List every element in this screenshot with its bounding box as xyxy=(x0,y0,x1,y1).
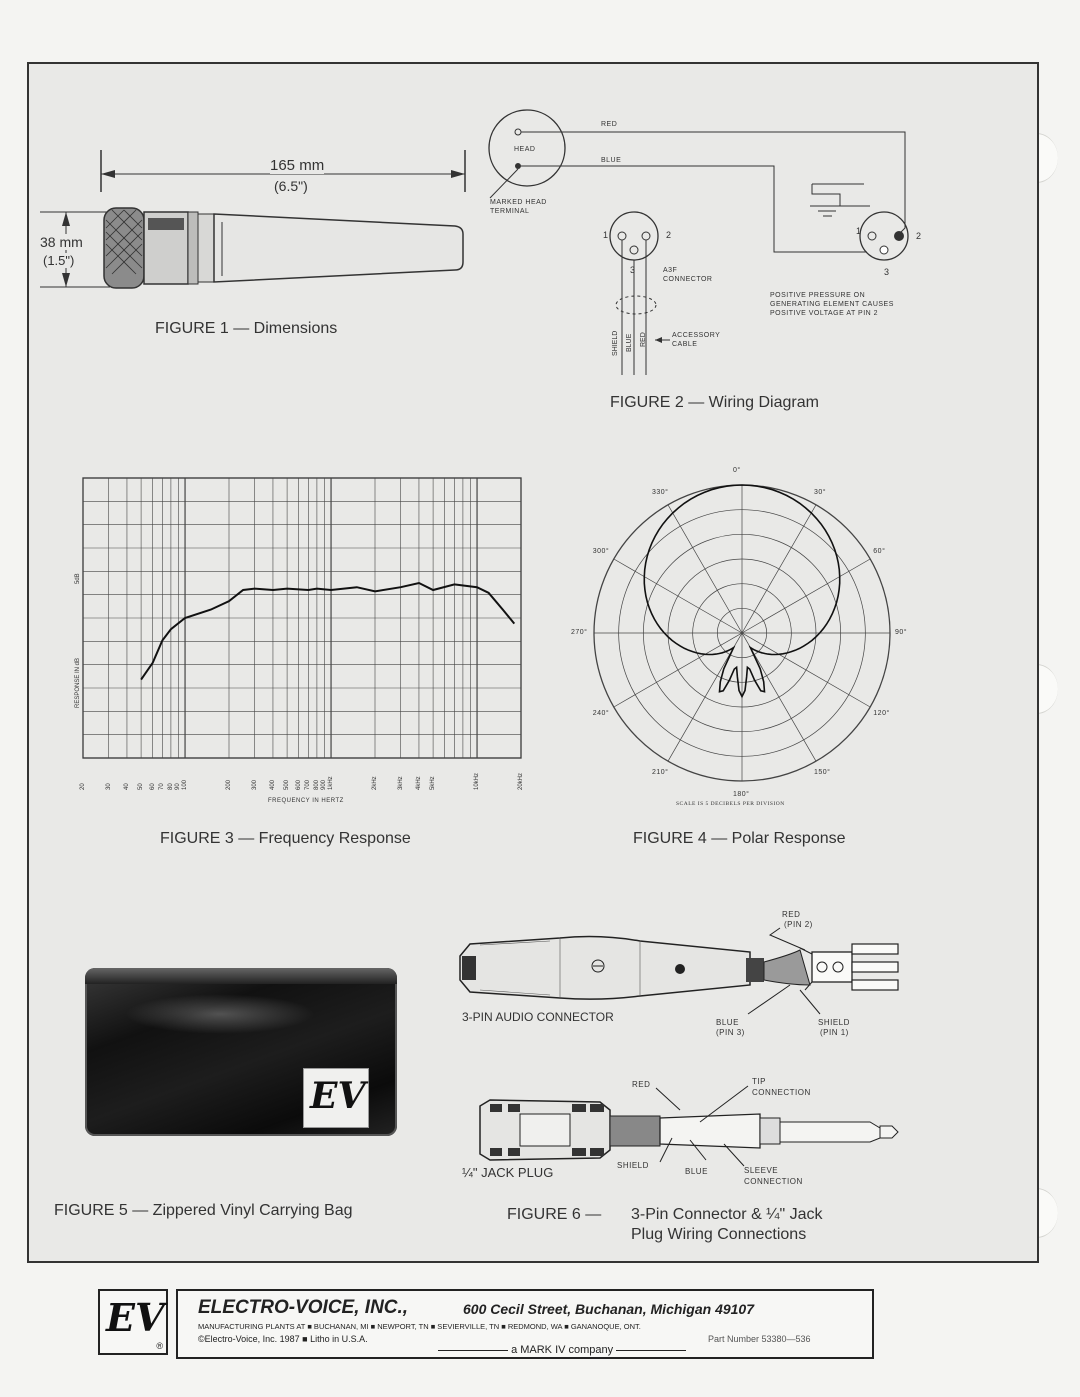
right-pin-2: 2 xyxy=(916,231,922,241)
polar-angle-label: 30° xyxy=(814,488,827,496)
frequency-response-chart xyxy=(82,477,522,759)
copyright-line: ©Electro-Voice, Inc. 1987 ■ Litho in U.S… xyxy=(198,1334,368,1344)
marked-head-label-1: MARKED HEAD xyxy=(490,199,547,206)
wiring-diagram-drawing xyxy=(488,109,909,375)
dimension-diameter-mm: 38 mm xyxy=(40,234,83,250)
dimension-diameter-in: (1.5") xyxy=(43,253,75,268)
conn-pin3-label: (PIN 3) xyxy=(716,1028,745,1037)
figure-3-caption: FIGURE 3 — Frequency Response xyxy=(160,830,411,847)
positive-pressure-note-2: GENERATING ELEMENT CAUSES xyxy=(770,301,894,308)
jack-sleeve-label-1: SLEEVE xyxy=(744,1166,779,1175)
jack-tip-label-1: TIP xyxy=(752,1077,766,1086)
jack-shield-label: SHIELD xyxy=(617,1161,649,1170)
jack-tip-label-2: CONNECTION xyxy=(752,1088,811,1097)
a3f-label-1: A3F xyxy=(663,267,678,274)
polar-spoke xyxy=(741,504,817,634)
dimension-length-in: (6.5") xyxy=(274,178,308,194)
mark-iv-rule-right xyxy=(616,1349,687,1351)
conn-pin2-label: (PIN 2) xyxy=(784,920,813,929)
left-pin-1: 1 xyxy=(603,230,609,240)
x-axis-label: FREQUENCY IN HERTZ xyxy=(268,798,344,804)
polar-response-chart xyxy=(593,484,891,782)
jack-blue-label: BLUE xyxy=(685,1167,708,1176)
figure-6-caption-line-1: 3-Pin Connector & ¼" Jack xyxy=(631,1206,823,1223)
polar-angle-label: 300° xyxy=(592,548,610,555)
right-pin-3: 3 xyxy=(884,267,890,277)
conn-shield-label: SHIELD xyxy=(818,1018,850,1027)
polar-spoke xyxy=(741,558,871,634)
positive-pressure-note-1: POSITIVE PRESSURE ON xyxy=(770,292,866,299)
accessory-label-1: ACCESSORY xyxy=(672,332,721,339)
company-address: 600 Cecil Street, Buchanan, Michigan 491… xyxy=(463,1301,755,1317)
figure-6-caption-prefix: FIGURE 6 — xyxy=(507,1206,602,1223)
conn-red-label: RED xyxy=(782,910,801,919)
polar-angle-label: 120° xyxy=(873,710,890,717)
polar-angle-label: 330° xyxy=(652,488,669,496)
registered-mark: ® xyxy=(156,1341,163,1351)
dimension-length-mm: 165 mm xyxy=(270,157,325,174)
ev-footer-logo-text: EV xyxy=(106,1295,165,1340)
accessory-label-2: CABLE xyxy=(672,341,698,348)
positive-pressure-note-3: POSITIVE VOLTAGE AT PIN 2 xyxy=(770,310,879,317)
company-name: ELECTRO-VOICE, INC., xyxy=(198,1297,409,1318)
polar-angle-label: 210° xyxy=(652,769,669,777)
polar-spoke xyxy=(613,632,743,708)
polar-spoke xyxy=(613,558,743,634)
microphone-drawing xyxy=(40,150,466,289)
quarter-inch-jack-label: ¼" JACK PLUG xyxy=(462,1165,554,1180)
polar-angle-label: 90° xyxy=(895,629,908,636)
wire-blue-label: BLUE xyxy=(601,157,622,164)
a3f-label-2: CONNECTOR xyxy=(663,276,713,283)
mark-iv-text: a MARK IV company xyxy=(511,1344,614,1356)
part-number: Part Number 53380—536 xyxy=(708,1334,811,1344)
figure-4-caption: FIGURE 4 — Polar Response xyxy=(633,830,846,847)
right-pin-1: 1 xyxy=(856,226,862,236)
mark-iv-rule-left xyxy=(438,1349,508,1351)
polar-scale-note: SCALE IS 5 DECIBELS PER DIVISION xyxy=(676,801,785,807)
conn-blue-label: BLUE xyxy=(716,1018,739,1027)
polar-angle-label: 150° xyxy=(814,769,831,777)
manufacturing-plants: MANUFACTURING PLANTS AT ■ BUCHANAN, MI ■… xyxy=(198,1322,641,1331)
figure-6-caption-line-2: Plug Wiring Connections xyxy=(631,1226,807,1243)
connector-drawings xyxy=(459,927,899,1167)
polar-angle-label: 240° xyxy=(592,710,610,717)
marked-head-label-2: TERMINAL xyxy=(490,208,530,215)
ev-logo-on-bag: EV xyxy=(303,1068,369,1128)
figure-1-caption: FIGURE 1 — Dimensions xyxy=(155,320,338,337)
jack-red-label: RED xyxy=(632,1080,651,1089)
polar-spoke xyxy=(667,504,743,634)
polar-pattern xyxy=(643,484,841,699)
three-pin-connector-label: 3-PIN AUDIO CONNECTOR xyxy=(462,1010,614,1024)
figure-5-caption: FIGURE 5 — Zippered Vinyl Carrying Bag xyxy=(54,1202,353,1219)
left-pin-3: 3 xyxy=(630,265,636,275)
left-pin-2: 2 xyxy=(666,230,672,240)
head-label: HEAD xyxy=(514,146,536,153)
mark-iv-company: a MARK IV company xyxy=(438,1344,687,1356)
ev-footer-logo: EV ® xyxy=(98,1289,168,1355)
wire-red-label: RED xyxy=(601,121,618,128)
footer-company-block: ELECTRO-VOICE, INC., 600 Cecil Street, B… xyxy=(176,1289,874,1359)
response-curve xyxy=(140,581,516,681)
polar-angle-label: 270° xyxy=(571,629,588,636)
polar-angle-label: 180° xyxy=(733,791,750,798)
polar-angle-label: 60° xyxy=(873,548,886,555)
polar-spoke xyxy=(741,632,871,708)
polar-angle-label: 0° xyxy=(733,467,741,474)
jack-sleeve-label-2: CONNECTION xyxy=(744,1177,803,1186)
conn-pin1-label: (PIN 1) xyxy=(820,1028,849,1037)
figure-2-caption: FIGURE 2 — Wiring Diagram xyxy=(610,394,819,411)
ev-logo-bag-text: EV xyxy=(310,1075,366,1117)
